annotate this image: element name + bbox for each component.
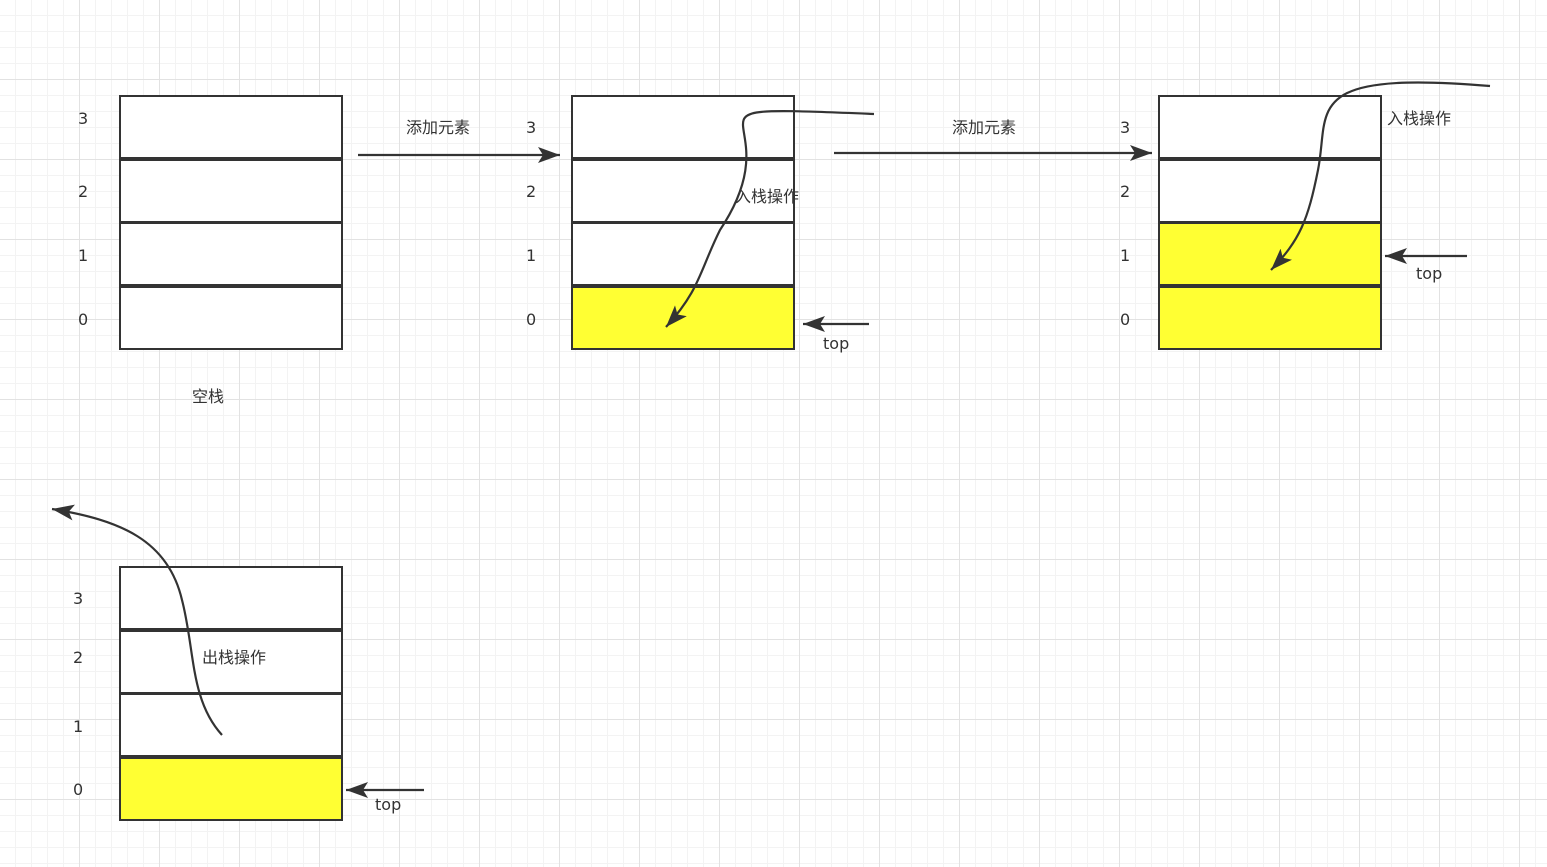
push-operation-label: 入栈操作 [1387,109,1452,128]
stack-cell-1 [571,222,795,286]
index-label-2: 2 [78,182,89,201]
stack-two-elements [1158,95,1382,350]
top-pointer-label: top [375,795,402,814]
index-label-1: 1 [526,246,537,265]
stack-cell-3 [571,95,795,159]
index-label-1: 1 [73,717,84,736]
index-label-0: 0 [73,780,84,799]
index-label-1: 1 [1120,246,1131,265]
stack-cell-3 [1158,95,1382,159]
index-label-0: 0 [78,310,89,329]
stack-cell-0-filled [1158,286,1382,350]
stack-after-pop [119,566,343,821]
index-label-3: 3 [73,589,84,608]
top-pointer-label: top [823,334,850,353]
index-label-1: 1 [78,246,89,265]
stack-cell-1 [119,693,343,757]
index-label-2: 2 [73,648,84,667]
index-label-3: 3 [1120,118,1131,137]
stack-cell-2 [1158,159,1382,223]
empty-stack-caption: 空栈 [192,387,225,406]
stack-cell-0-filled [571,286,795,350]
stack-one-element [571,95,795,350]
index-label-0: 0 [1120,310,1131,329]
add-element-label-1: 添加元素 [406,118,471,137]
push-operation-label: 入栈操作 [735,187,800,206]
stack-cell-3 [119,95,343,159]
index-label-2: 2 [1120,182,1131,201]
stack-cell-1 [119,222,343,286]
index-label-0: 0 [526,310,537,329]
stack-cell-0-filled [119,757,343,821]
index-label-3: 3 [78,109,89,128]
stack-cell-3 [119,566,343,630]
stack-cell-1-filled [1158,222,1382,286]
pop-operation-label: 出栈操作 [202,648,267,667]
add-element-label-2: 添加元素 [952,118,1017,137]
index-label-2: 2 [526,182,537,201]
top-pointer-label: top [1416,264,1443,283]
index-label-3: 3 [526,118,537,137]
empty-stack [119,95,343,350]
stack-cell-2 [119,159,343,223]
stack-cell-0 [119,286,343,350]
